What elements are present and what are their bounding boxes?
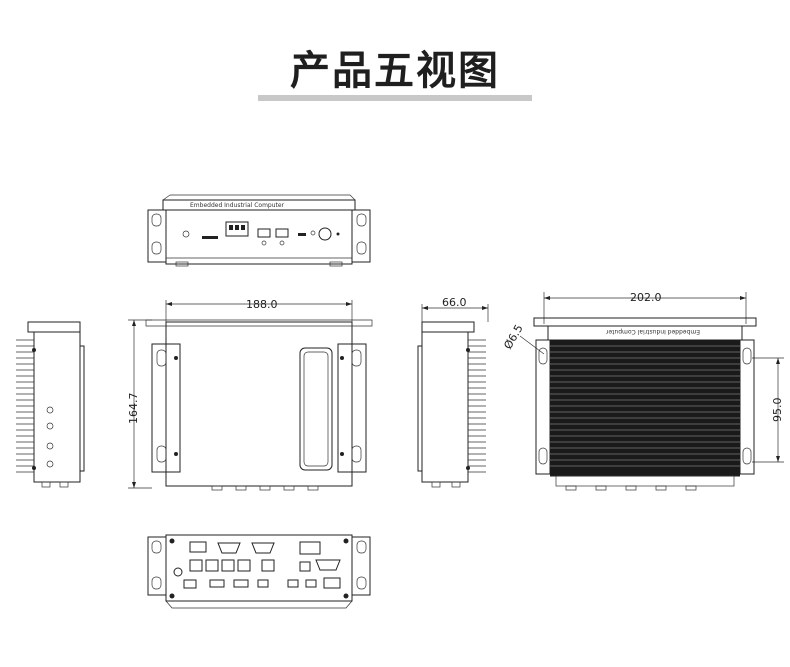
hole-dim: Ø6.5	[501, 322, 525, 351]
bottom-width-dim: 202.0	[630, 291, 662, 304]
title-underline	[258, 95, 532, 101]
mount-dim: 95.0	[771, 398, 784, 423]
side-depth-dim: 66.0	[442, 296, 467, 309]
bottom-view: 202.0 Ø6.5 95.0 Embedded Industrial Comp…	[501, 291, 784, 491]
left-side-view	[16, 321, 85, 488]
front-label-text: Embedded Industrial Computer	[190, 202, 285, 209]
page-title: 产品五视图	[290, 48, 500, 94]
top-view: 188.0 164.7	[127, 298, 373, 491]
front-view: Embedded Industrial Computer	[147, 194, 371, 267]
right-side-view: 66.0	[417, 296, 489, 488]
rear-view	[147, 534, 371, 609]
bottom-label-text: Embedded Industrial Computer	[605, 328, 700, 335]
top-width-dim: 188.0	[246, 298, 278, 311]
top-height-dim: 164.7	[127, 393, 140, 425]
